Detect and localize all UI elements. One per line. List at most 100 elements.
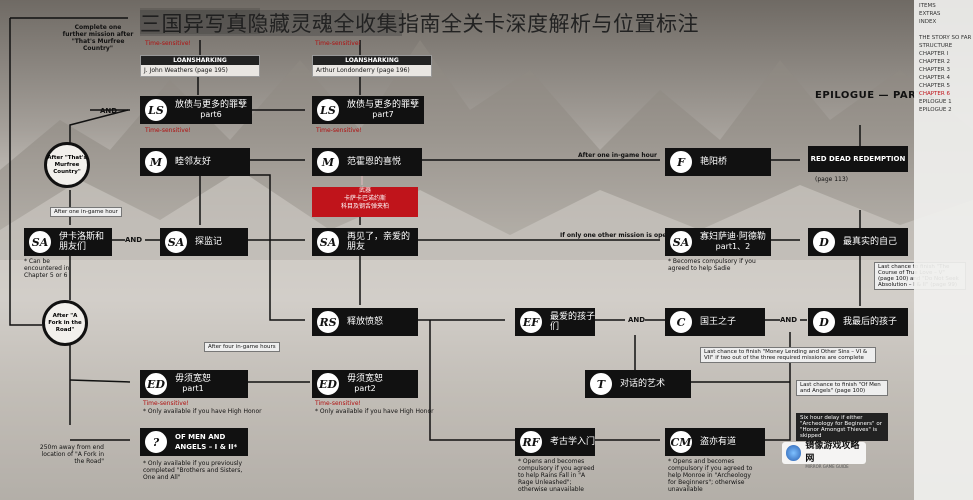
- time-sensitive-note: Time-sensitive!: [315, 40, 361, 47]
- sadie-note: * Becomes compulsory if you agreed to he…: [668, 258, 756, 272]
- node-sa-1[interactable]: SA 伊卡洛斯和朋友们: [24, 228, 112, 256]
- time-sensitive-note: Time-sensitive!: [145, 40, 191, 47]
- node-label: 考古学入门: [550, 437, 596, 447]
- top-note: Complete one further mission after "That…: [62, 24, 134, 52]
- rf-note: * Opens and becomes compulsory if you ag…: [518, 458, 595, 493]
- sidebar-item[interactable]: INDEX: [919, 19, 937, 25]
- rf-badge-icon: RF: [518, 429, 544, 455]
- and-connector: AND: [780, 316, 798, 324]
- node-sub: part1、2: [715, 242, 751, 251]
- loansharking-head: LOANSHARKING: [313, 56, 431, 65]
- node-label: 国王之子: [700, 317, 737, 327]
- sidebar-item[interactable]: ITEMS: [919, 3, 936, 9]
- node-rf[interactable]: RF 考古学入门: [515, 428, 595, 456]
- ed-badge-icon: ED: [315, 371, 341, 397]
- node-d-2[interactable]: D 我最后的孩子: [808, 308, 908, 336]
- d-badge-icon: D: [811, 309, 837, 335]
- node-label: 伊卡洛斯和朋友们: [59, 232, 105, 252]
- loansharking-who: Arthur Londonderry (page 196): [316, 67, 410, 74]
- node-label: 放债与更多的罪孽: [347, 100, 420, 110]
- ed-badge-icon: ED: [143, 371, 169, 397]
- node-m-2[interactable]: M 范霍恩的喜悦: [312, 148, 422, 176]
- can-be-done-note: * Can be encountered in Chapter 5 or 6: [24, 258, 70, 279]
- node-label: 睦邻友好: [175, 157, 212, 167]
- and-connector: AND: [125, 236, 143, 244]
- f-badge-icon: F: [668, 149, 694, 175]
- time-sensitive-note: Time-sensitive!: [315, 400, 361, 407]
- sidebar-item[interactable]: EXTRAS: [919, 11, 941, 17]
- away-250-note: 250m away from end location of "A Fork i…: [39, 444, 104, 465]
- sidebar-item[interactable]: CHAPTER 3: [919, 67, 950, 73]
- node-sub: part1: [182, 384, 204, 393]
- node-sa-2[interactable]: SA 探监记: [160, 228, 248, 256]
- sidebar-item[interactable]: EPILOGUE 1: [919, 99, 952, 105]
- node-label: 最真实的自己: [843, 237, 898, 247]
- q-note: * Only available if you previously compl…: [143, 460, 243, 481]
- ed-honor-note: * Only available if you have High Honor: [143, 408, 262, 415]
- sidebar-item[interactable]: STRUCTURE: [919, 43, 953, 49]
- rs-badge-icon: RS: [315, 309, 341, 335]
- cm-badge-icon: CM: [668, 429, 694, 455]
- node-rs[interactable]: RS 释放愤怒: [312, 308, 418, 336]
- m-badge-icon: M: [315, 149, 341, 175]
- sidebar-item[interactable]: CHAPTER 5: [919, 83, 950, 89]
- sidebar-item[interactable]: THE STORY SO FAR: [919, 35, 972, 41]
- sidebar-item[interactable]: CHAPTER I: [919, 51, 949, 57]
- c-badge-icon: C: [668, 309, 694, 335]
- cm-note: * Opens and becomes compulsory if you ag…: [668, 458, 753, 493]
- node-sub: part2: [354, 384, 376, 393]
- sa-badge-icon: SA: [315, 229, 341, 255]
- weapon-red-box: 武器 卡萨卡巴诺约斯 科目及钢舌弹夹柏: [312, 187, 418, 217]
- loansharking-box-2: LOANSHARKING Arthur Londonderry (page 19…: [312, 55, 432, 77]
- node-m-1[interactable]: M 睦邻友好: [140, 148, 250, 176]
- circle-after-murfree: After "That's Murfree Country": [44, 142, 90, 188]
- node-label: 放债与更多的罪孽: [175, 100, 248, 110]
- watermark-subtext: MIRROR GAME GUIDE: [805, 463, 849, 469]
- node-cm[interactable]: CM 盗亦有道: [665, 428, 765, 456]
- node-ef[interactable]: EF 最爱的孩子们: [515, 308, 595, 336]
- node-t-1[interactable]: T 对话的艺术: [585, 370, 691, 398]
- sa-badge-icon: SA: [163, 229, 189, 255]
- node-c-1[interactable]: C 国王之子: [665, 308, 765, 336]
- rdr-page-note: (page 113): [815, 176, 849, 183]
- node-label: 范霍恩的喜悦: [347, 157, 402, 167]
- circle-after-fork: After "A Fork in the Road": [42, 300, 88, 346]
- time-sensitive-note: Time-sensitive!: [143, 400, 189, 407]
- sa-badge-icon: SA: [668, 229, 694, 255]
- node-label: 对话的艺术: [620, 379, 666, 389]
- sidebar-item[interactable]: CHAPTER 4: [919, 75, 950, 81]
- time-sensitive-note: Time-sensitive!: [145, 127, 191, 134]
- sidebar-item-active[interactable]: CHAPTER 6: [919, 91, 950, 97]
- sidebar-item[interactable]: EPILOGUE 2: [919, 107, 952, 113]
- weapon-title: 武器: [358, 187, 371, 194]
- node-d-1[interactable]: D 最真实的自己: [808, 228, 908, 256]
- hidden-node-top: [140, 8, 260, 34]
- node-label: 探监记: [195, 237, 223, 247]
- node-sub: part7: [372, 110, 394, 119]
- node-sa-3[interactable]: SA 再见了，亲爱的朋友: [312, 228, 418, 256]
- six-hour-delay: Six hour delay if either "Archeology for…: [796, 413, 888, 441]
- epilogue-header: EPILOGUE — PART 1: [815, 90, 935, 101]
- last-chance-angels: Last chance to finish "Of Men and Angels…: [796, 380, 888, 396]
- and-connector: AND: [100, 107, 118, 115]
- node-label: 毋须宽恕: [175, 374, 212, 384]
- node-label: 盗亦有道: [700, 437, 737, 447]
- node-label: 最爱的孩子们: [550, 312, 596, 332]
- weapon-line: 卡萨卡巴诺约斯: [343, 195, 386, 202]
- d-badge-icon: D: [811, 229, 837, 255]
- ef-badge-icon: EF: [518, 309, 544, 335]
- ls-badge-icon: LS: [143, 97, 169, 123]
- sidebar-item[interactable]: CHAPTER 2: [919, 59, 950, 65]
- page-title: 三国异写真隐藏灵魂全收集指南全关卡深度解析与位置标注: [140, 10, 699, 36]
- node-f-1[interactable]: F 艳阳桥: [665, 148, 771, 176]
- time-sensitive-note: Time-sensitive!: [316, 127, 362, 134]
- node-rdr[interactable]: RED DEAD REDEMPTION: [808, 146, 908, 172]
- node-q-1[interactable]: ? OF MEN AND ANGELS – I & II*: [140, 428, 248, 456]
- node-label: 毋须宽恕: [347, 374, 384, 384]
